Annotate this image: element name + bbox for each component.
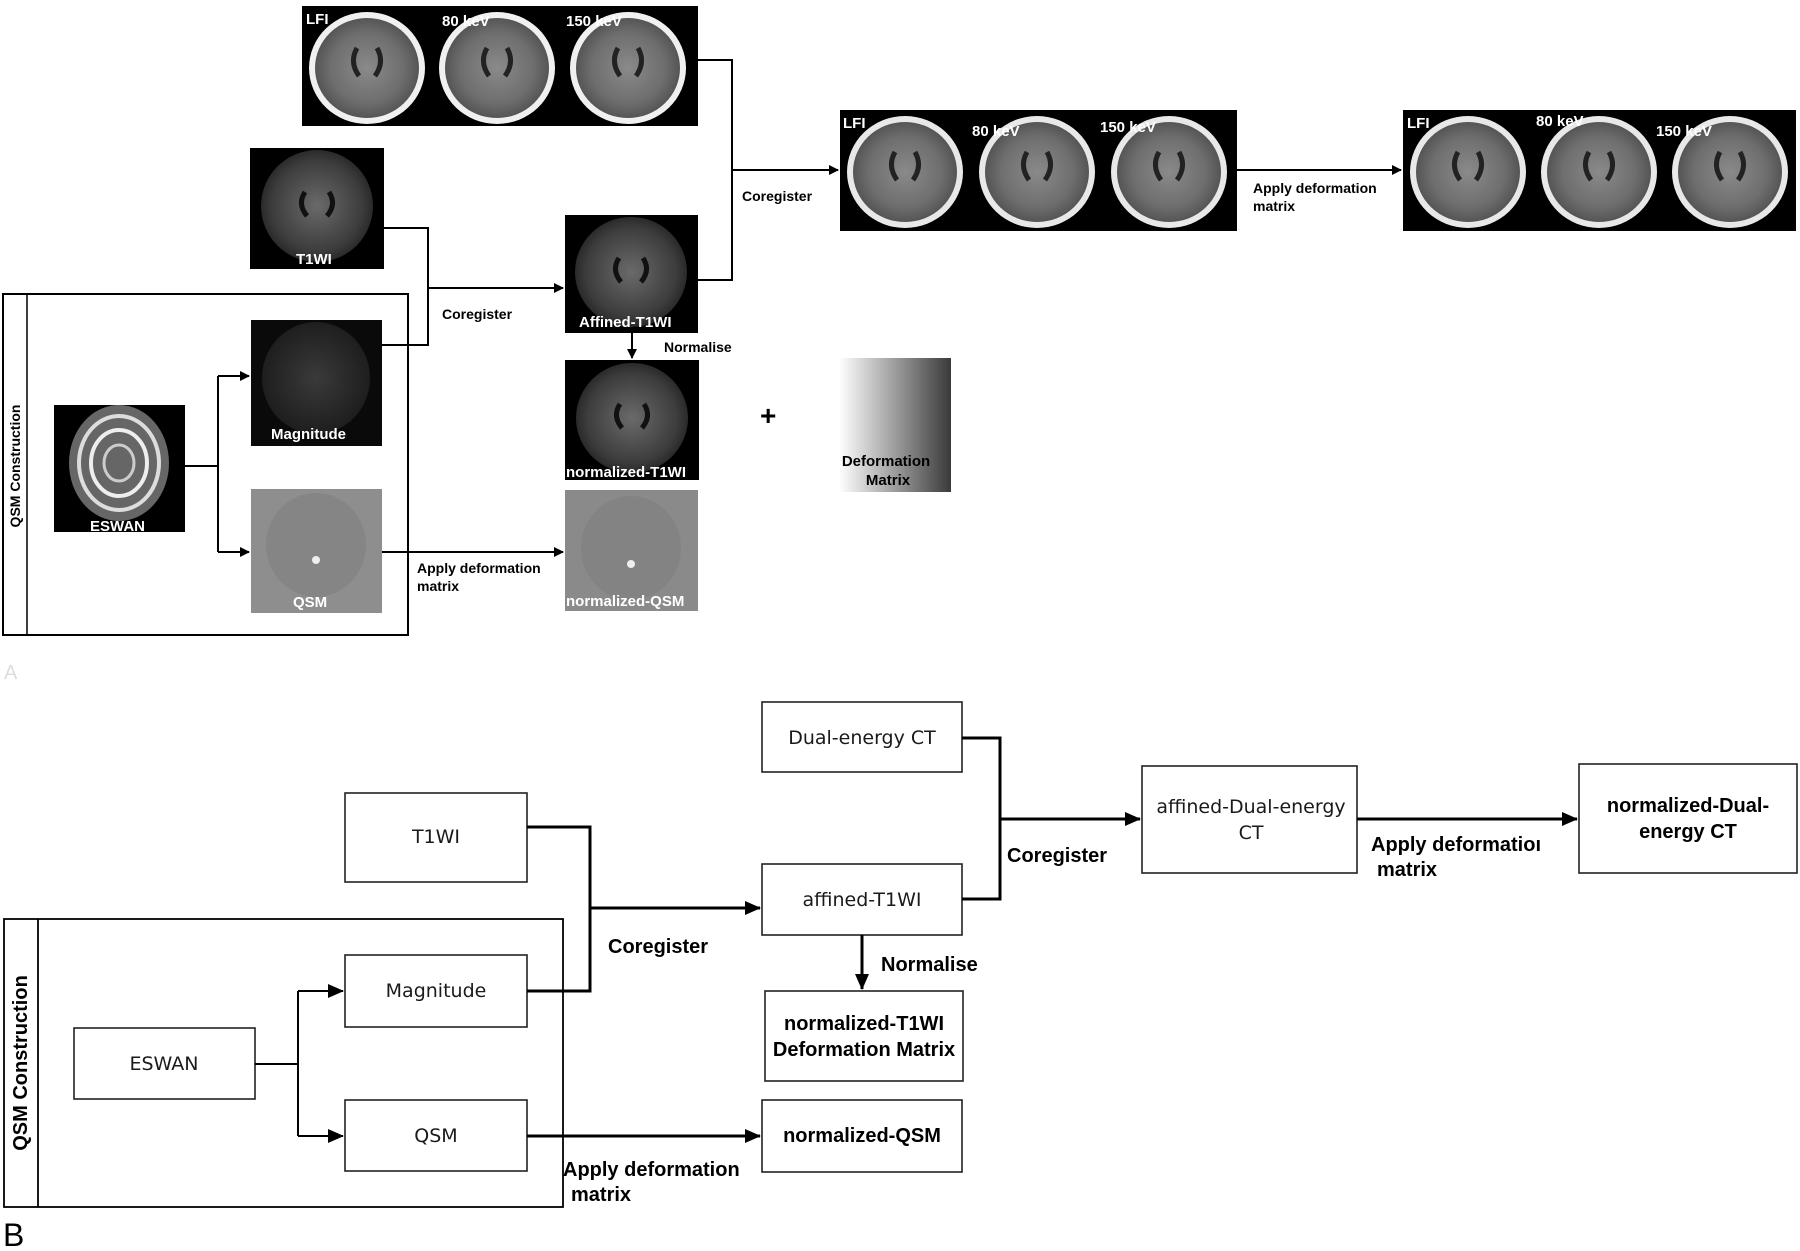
normalise-label-b: Normalise	[881, 954, 978, 976]
apply-deformation-qsm-b-0: Apply deformation	[563, 1159, 740, 1181]
normalized-t1wi-label: normalized-T1WI	[566, 464, 686, 481]
t1wi-label: T1WI	[296, 251, 332, 268]
box-qsm: QSM	[344, 1099, 528, 1172]
deformation-matrix-image: Deformation Matrix	[839, 358, 951, 492]
qsm-construction-frame-b: QSM Construction	[3, 918, 564, 1208]
apply-deformation-ct-a-0: Apply deformation	[1253, 180, 1377, 196]
ct-top-label-0: LFI	[306, 11, 329, 28]
normalized-qsm-image: normalized-QSM	[565, 490, 698, 611]
normalise-label-a: Normalise	[664, 339, 732, 355]
box-dual-energy-ct: Dual-energy CT	[761, 701, 963, 773]
box-affined-dual-energy-ct: affined-Dual-energy CT	[1141, 765, 1358, 874]
apply-deformation-qsm-a-0: Apply deformation	[417, 560, 541, 576]
panel-a-connectors	[185, 59, 1402, 557]
qsm-construction-frame-a: QSM Construction	[2, 293, 409, 636]
ct-normalized-label-1: 80 keV	[1536, 113, 1584, 130]
ct-normalized-strip: LFI 80 keV 150 keV	[1403, 110, 1796, 231]
coregister-mri-label-b: Coregister	[608, 936, 708, 958]
ct-affined-label-1: 80 keV	[972, 123, 1020, 140]
ct-affined-strip: LFI 80 keV 150 keV	[840, 110, 1237, 231]
affined-dual-energy-ct-text-1: CT	[1239, 822, 1264, 844]
ct-affined-label-0: LFI	[843, 115, 866, 132]
affined-t1wi-text: affined-T1WI	[802, 889, 921, 911]
eswan-image: ESWAN	[54, 405, 185, 535]
qsm-construction-label-b: QSM Construction	[10, 975, 32, 1151]
box-eswan: ESWAN	[73, 1027, 256, 1100]
panel-a-letter: A	[4, 662, 18, 684]
normalized-t1wi-deformation-text-0: normalized-T1WI	[784, 1013, 944, 1035]
normalized-qsm-text: normalized-QSM	[783, 1125, 941, 1147]
normalized-t1wi-deformation-text-1: Deformation Matrix	[773, 1039, 955, 1061]
magnitude-text: Magnitude	[386, 980, 487, 1002]
apply-deformation-ct-a-1: matrix	[1253, 198, 1295, 214]
box-t1wi: T1WI	[344, 792, 528, 883]
coregister-label-a: Coregister	[442, 306, 513, 322]
ct-top-label-1: 80 keV	[442, 13, 490, 30]
dual-energy-ct-text: Dual-energy CT	[788, 727, 936, 749]
coregister-ct-label-a: Coregister	[742, 188, 813, 204]
affined-t1wi-image: Affined-T1WI	[565, 215, 698, 333]
apply-deformation-qsm-a-1: matrix	[417, 578, 459, 594]
qsm-image: QSM	[251, 489, 382, 613]
affined-t1wi-label: Affined-T1WI	[579, 314, 671, 331]
qsm-construction-label-a: QSM Construction	[7, 405, 23, 528]
plus-sign: +	[760, 400, 776, 431]
box-normalized-dual-energy-ct: normalized-Dual- energy CT	[1578, 763, 1798, 874]
normalized-qsm-label: normalized-QSM	[566, 593, 684, 610]
box-affined-t1wi: affined-T1WI	[761, 863, 963, 936]
apply-deformation-qsm-b-1: matrix	[571, 1184, 631, 1206]
ct-affined-label-2: 150 keV	[1100, 119, 1156, 136]
qsm-text: QSM	[414, 1125, 457, 1147]
panel-b-letter: B	[3, 1217, 24, 1251]
magnitude-label: Magnitude	[271, 426, 346, 443]
box-normalized-qsm: normalized-QSM	[761, 1099, 963, 1173]
deformation-matrix-label-1: Matrix	[866, 472, 911, 489]
t1wi-image: T1WI	[250, 148, 384, 269]
affined-dual-energy-ct-text-0: affined-Dual-energy	[1156, 796, 1345, 818]
eswan-label: ESWAN	[90, 518, 145, 535]
magnitude-image: Magnitude	[251, 320, 382, 446]
box-normalized-t1wi-deformation: normalized-T1WI Deformation Matrix	[764, 990, 964, 1082]
apply-deformation-ct-b-1: matrix	[1377, 859, 1437, 881]
box-magnitude: Magnitude	[344, 954, 528, 1028]
deformation-matrix-label-0: Deformation	[842, 453, 930, 470]
ct-normalized-label-2: 150 keV	[1656, 123, 1712, 140]
ct-top-label-2: 150 keV	[566, 13, 622, 30]
coregister-ct-label-b: Coregister	[1007, 845, 1107, 867]
apply-deformation-ct-b-0: Apply deformatioı	[1371, 834, 1541, 856]
ct-top-strip: LFI 80 keV 150 keV	[302, 6, 698, 126]
normalized-t1wi-image: normalized-T1WI	[565, 360, 699, 481]
panel-b-connectors	[255, 736, 1578, 1143]
normalized-dual-energy-ct-text-0: normalized-Dual-	[1607, 795, 1769, 817]
normalized-dual-energy-ct-text-1: energy CT	[1639, 821, 1737, 843]
ct-normalized-label-0: LFI	[1407, 115, 1430, 132]
t1wi-text: T1WI	[411, 826, 460, 848]
qsm-label: QSM	[293, 594, 327, 611]
eswan-text: ESWAN	[129, 1053, 198, 1075]
